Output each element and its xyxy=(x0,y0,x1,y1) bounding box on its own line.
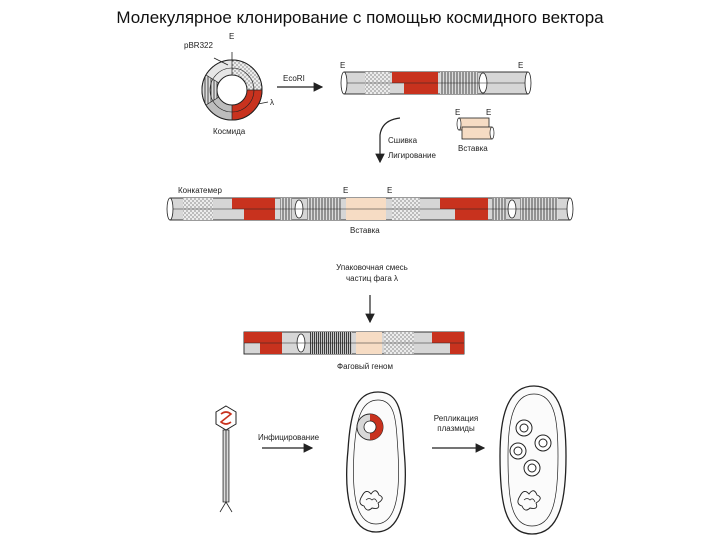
cosmid-label: Космида xyxy=(213,127,246,136)
linear-cosmid xyxy=(340,71,532,95)
concatemer-label: Конкатемер xyxy=(178,186,222,195)
replication-label: Репликация плазмиды xyxy=(433,414,479,433)
lambda-label: λ xyxy=(270,98,274,107)
ligation-label: Сшивка Лигирование xyxy=(388,136,436,160)
insert-e-right-label: E xyxy=(486,108,492,117)
cut-e-left-label: E xyxy=(340,61,346,70)
bacterial-cell-infected xyxy=(346,391,406,533)
insert-mid-label: Вставка xyxy=(350,226,380,235)
phage-genome-label: Фаговый геном xyxy=(337,362,393,371)
concatemer-e-left-label: E xyxy=(343,186,349,195)
cosmid-ring xyxy=(201,52,269,121)
ring-e-label: E xyxy=(229,32,235,41)
phage-particle xyxy=(215,405,237,513)
infection-label: Инфицирование xyxy=(258,433,320,442)
page-title: Молекулярное клонирование с помощью косм… xyxy=(116,8,604,27)
insert-e-left-label: E xyxy=(455,108,461,117)
concatemer xyxy=(166,197,574,221)
ecori-label: EcoRI xyxy=(283,74,305,83)
packaging-label: Упаковочная смесь частиц фага λ xyxy=(336,263,408,283)
insert-fragment xyxy=(456,117,495,140)
cut-e-right-label: E xyxy=(518,61,524,70)
pbr322-label: pBR322 xyxy=(184,41,213,50)
phage-genome-strip xyxy=(243,331,465,355)
ligation-arrow xyxy=(375,117,401,164)
concatemer-e-right-label: E xyxy=(387,186,393,195)
insert-top-label: Вставка xyxy=(458,144,488,153)
bacterial-cell-replicated xyxy=(499,385,567,535)
